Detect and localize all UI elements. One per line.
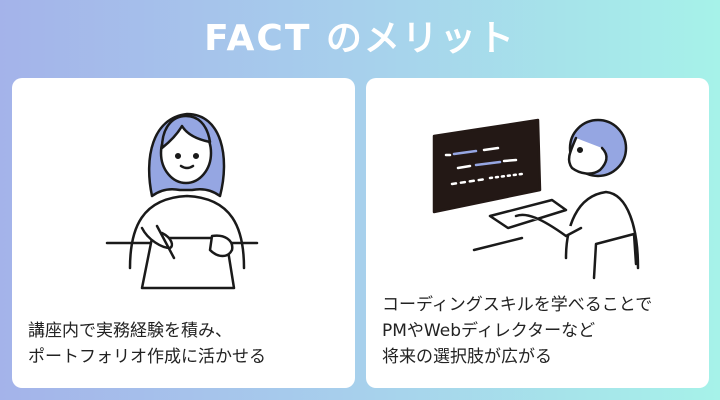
merit-line: PMやWebディレクターなど	[382, 321, 596, 341]
merit-line: 講座内で実務経験を積み、	[28, 321, 232, 341]
page-title: FACT のメリット	[204, 18, 516, 59]
merit-line: 将来の選択肢が広がる	[382, 347, 552, 367]
merit-card-coding: コーディングスキルを学べることで PMやWebディレクターなど 将来の選択肢が広…	[366, 78, 709, 388]
merit-text: 講座内で実務経験を積み、 ポートフォリオ作成に活かせる	[28, 318, 266, 370]
merit-line: コーディングスキルを学べることで	[382, 295, 653, 315]
man-coding-illustration	[432, 118, 640, 280]
merit-card-portfolio: 講座内で実務経験を積み、 ポートフォリオ作成に活かせる	[12, 78, 355, 388]
woman-writing-illustration	[105, 112, 259, 290]
merit-text: コーディングスキルを学べることで PMやWebディレクターなど 将来の選択肢が広…	[382, 292, 652, 370]
merit-line: ポートフォリオ作成に活かせる	[28, 347, 266, 367]
